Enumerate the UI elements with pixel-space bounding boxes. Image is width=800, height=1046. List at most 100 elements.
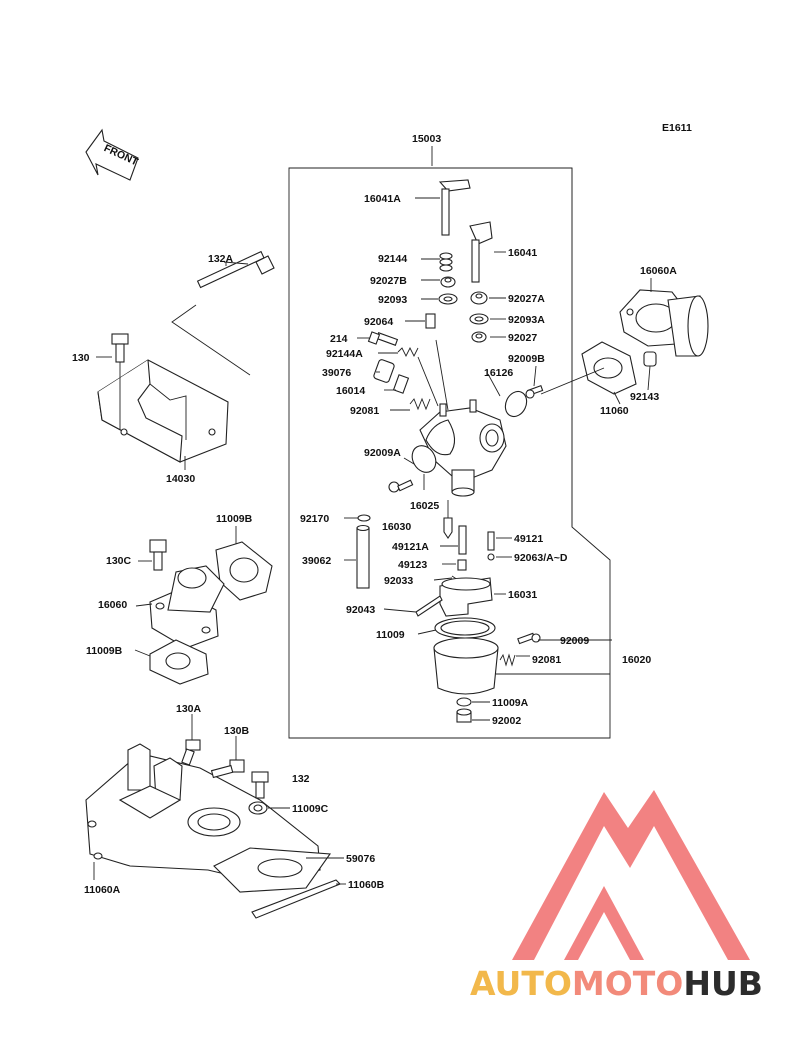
gasket-11009b-upper [215,541,273,601]
part-label: 59076 [346,853,375,865]
bracket-14030 [97,359,229,463]
part-label: 11060B [348,879,385,891]
part-label: 130C [106,555,132,567]
part-label: 130 [72,352,90,364]
seal-92027b [440,276,456,288]
part-label: 16041A [364,193,401,205]
jet-49121 [487,531,495,551]
part-label: 132A [208,253,234,265]
bolt-132 [251,771,269,799]
jet-49123 [457,559,467,571]
float-16031 [439,577,493,617]
part-label: 39076 [322,367,351,379]
part-label: 214 [330,333,348,345]
part-label: 92081 [350,405,379,417]
part-label: 130B [224,725,250,737]
part-label: 92143 [630,391,659,403]
throttle-shaft [469,221,493,283]
seal-92027a [470,291,488,305]
front-arrow-icon: FRONT [85,128,140,181]
bolt-130a [181,739,201,766]
part-label: 16025 [410,500,439,512]
part-label: 92144A [326,348,363,360]
part-label: 49121A [392,541,429,553]
part-label: 130A [176,703,202,715]
diagram-code: E1611 [662,122,692,134]
jet-49121a [458,525,467,555]
bolt-92002 [456,708,472,723]
left-mid-leader-lines [134,526,237,657]
part-label: 16060 [98,599,127,611]
bolt-130c [149,539,167,571]
left-top-leader-lines [96,261,249,470]
part-label: 92009A [364,447,401,459]
watermark-moto: MOTO [572,964,683,1003]
part-label: 16031 [508,589,537,601]
part-label: 92033 [384,575,413,587]
spring-92081-upper [409,397,431,411]
part-label: 16014 [336,385,365,397]
watermark-text: AUTOMOTOHUB [470,964,763,1003]
bolt-132a-leader [171,262,251,376]
carb-leader-lines [344,197,612,721]
screw-214 [367,331,399,346]
assembly-bracket [288,146,611,739]
part-label: 11009C [292,803,329,815]
gasket-11060 [581,341,637,395]
screw-92009b [525,385,544,399]
needle-16030 [443,517,453,539]
spring-92144a [397,346,419,358]
part-label: 92170 [300,513,329,525]
ring-92063 [487,553,495,561]
bolt-132a [196,250,275,289]
part-label: 11060 [600,405,629,417]
washer-11009c [248,801,268,815]
bolt-130 [111,333,129,363]
carburetor-body [419,399,507,497]
seal-92027 [471,331,487,343]
part-label: 92009 [560,635,589,647]
washer-92093a [469,313,489,325]
screw-92009 [517,632,541,645]
part-label: 11009 [376,629,405,641]
automotohub-logo [512,790,750,960]
gasket-11009b-lower [149,639,209,685]
part-label: 14030 [166,473,195,485]
watermark-auto: AUTO [470,964,572,1003]
part-label: 49121 [514,533,543,545]
bolt-130b [210,759,245,779]
part-label: 92144 [378,253,407,265]
part-label: 92027B [370,275,407,287]
jet-92064 [425,313,436,329]
part-label: 11009A [492,697,529,709]
part-label: 11009B [216,513,253,525]
air-adapter-16060a [619,289,709,357]
part-label: 92027A [508,293,545,305]
nut-92143 [643,351,657,367]
part-label: 16126 [484,367,513,379]
assembly-label: 15003 [412,133,441,145]
right-leader-lines [540,278,652,405]
screw-92009a [388,479,414,493]
part-label: 92064 [364,316,393,328]
part-label: 16060A [640,265,677,277]
part-label: 92093 [378,294,407,306]
gasket-11009 [434,617,496,639]
part-label: 92063/A~D [514,552,568,564]
part-label: 92027 [508,332,537,344]
part-label: 92081 [532,654,561,666]
part-label: 11060A [84,884,121,896]
tube-39062 [356,524,370,589]
part-label: 92093A [508,314,545,326]
part-label: 92043 [346,604,375,616]
diaphragm-16025 [411,445,437,473]
left-bottom-leader-lines [93,714,346,885]
part-label: 49123 [398,559,427,571]
spring-92144 [439,252,453,272]
part-label: 92002 [492,715,521,727]
bowl-16020 [433,637,499,695]
part-label: 11009B [86,645,123,657]
spring-92081-lower [499,653,516,667]
washer-92093 [438,293,458,305]
